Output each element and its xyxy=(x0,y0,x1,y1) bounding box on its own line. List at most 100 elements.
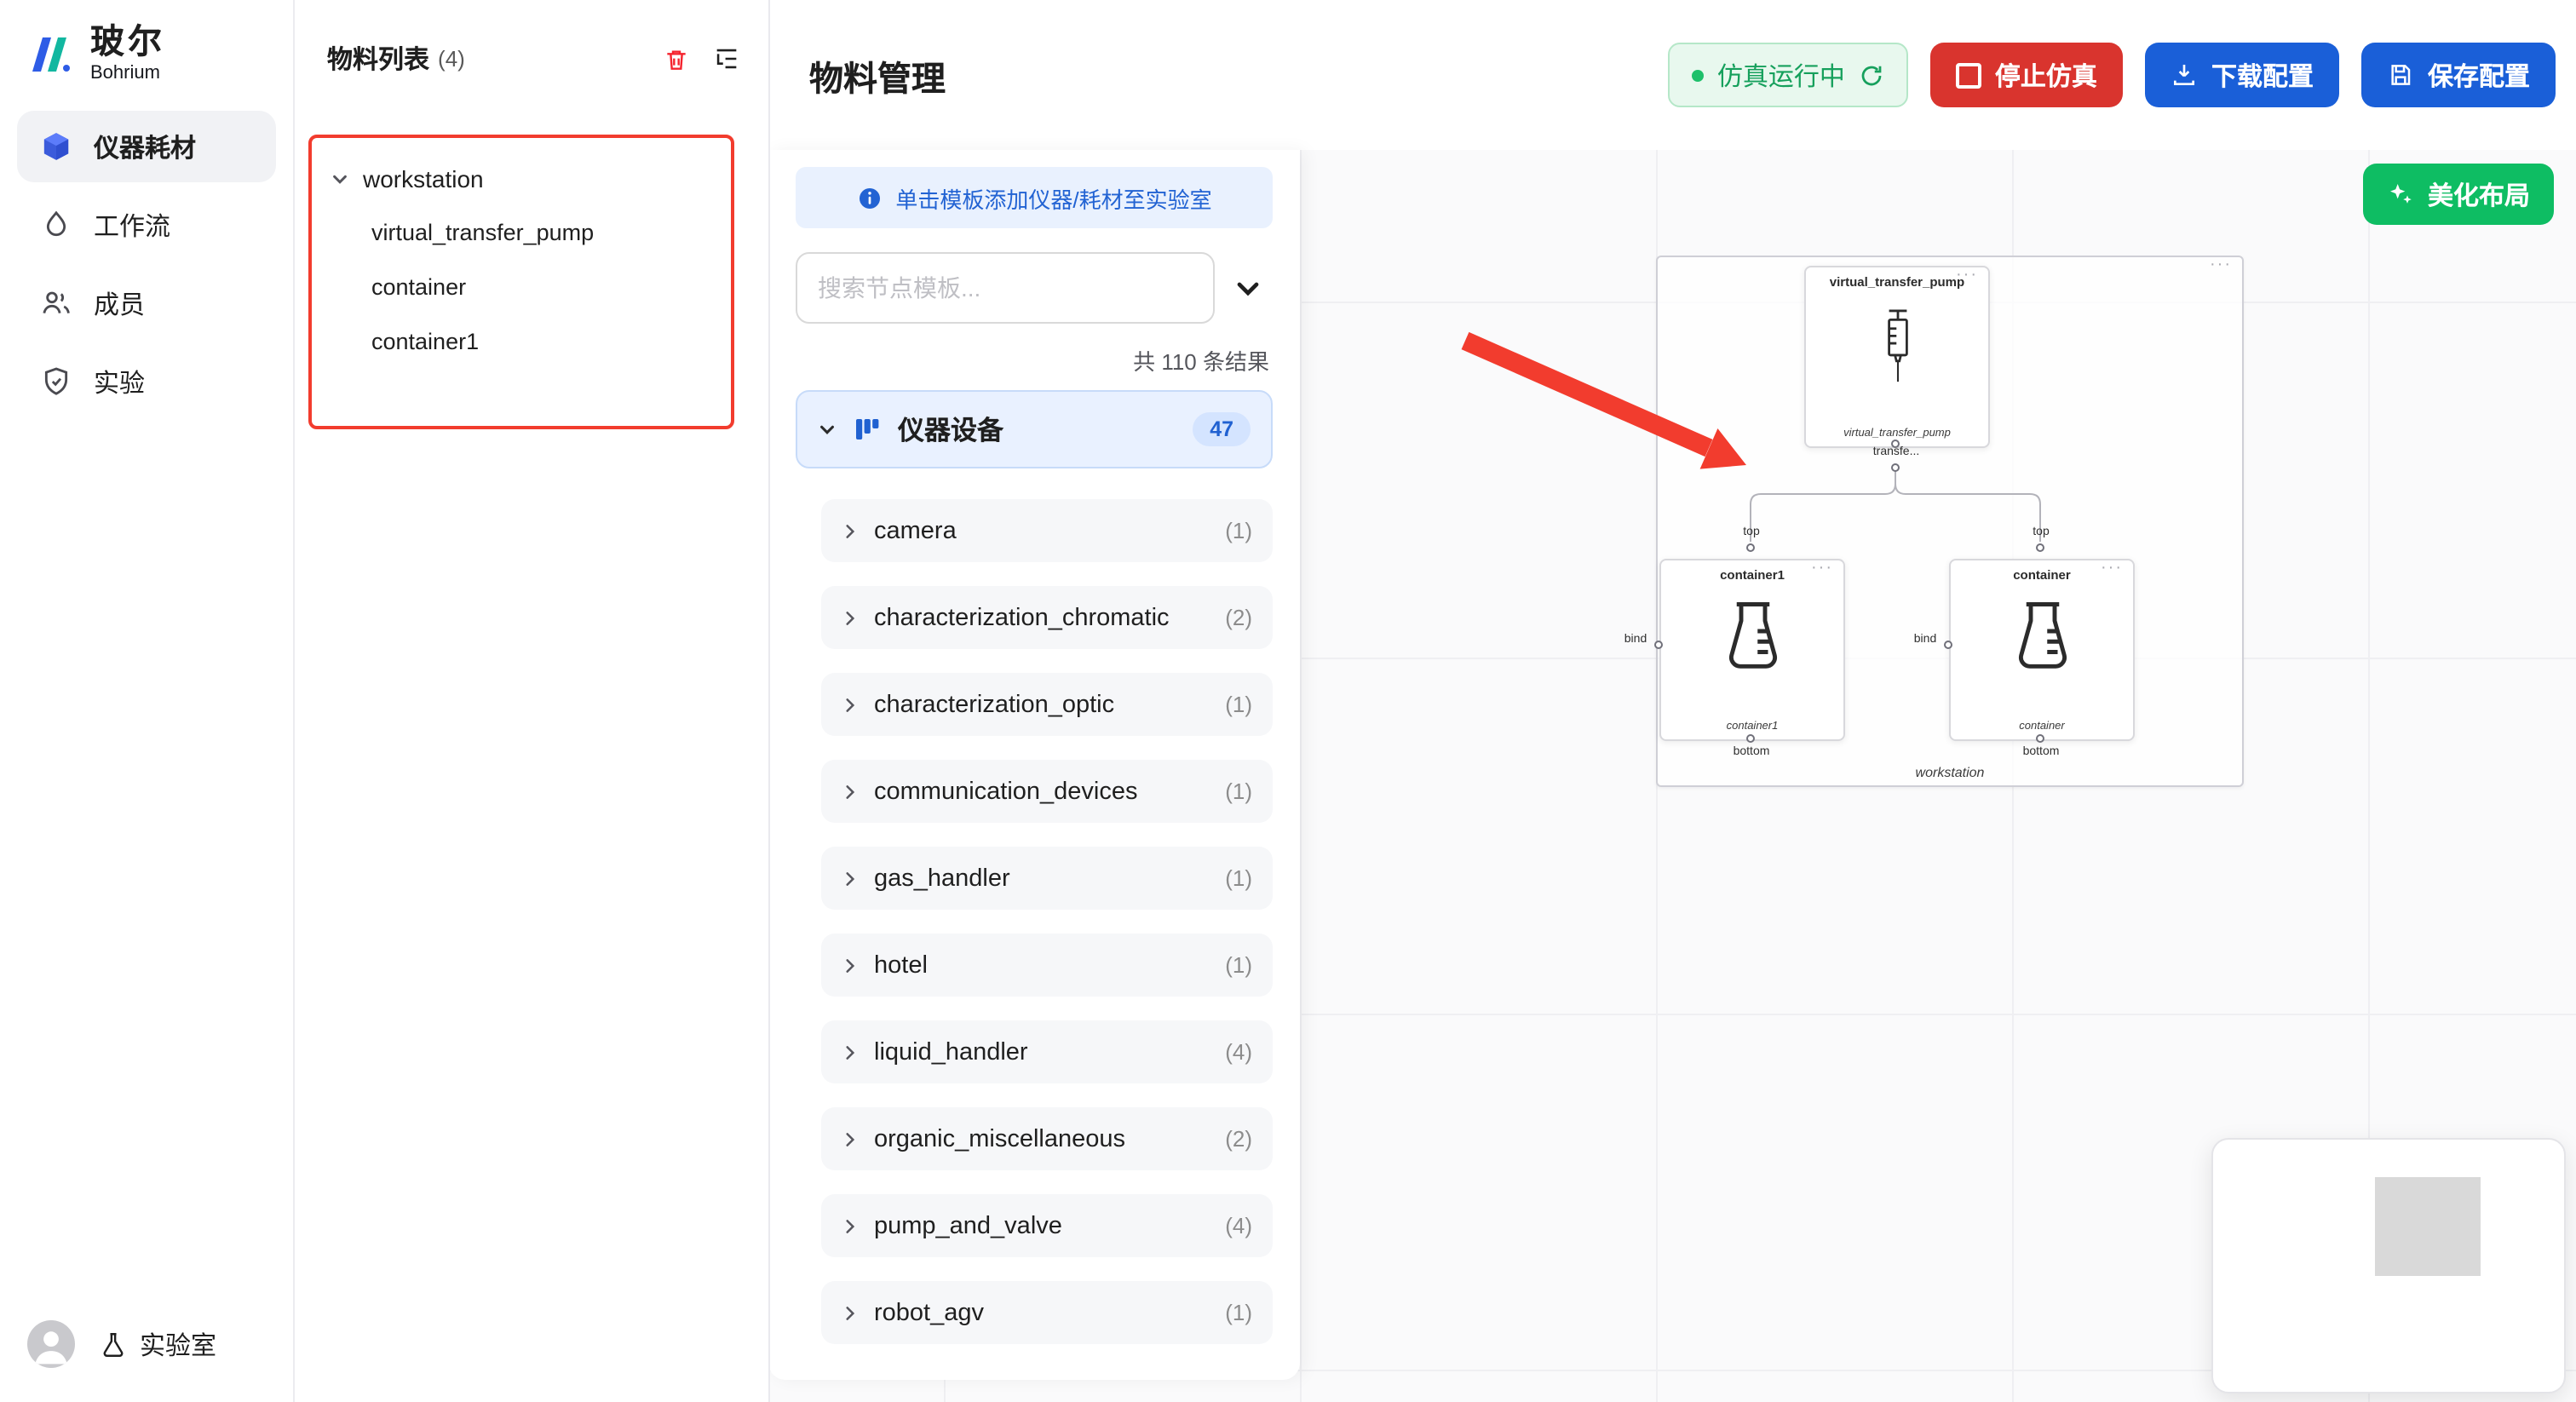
tree-node-label: container1 xyxy=(371,328,480,353)
sparkles-icon xyxy=(2389,184,2412,204)
banner-text: 单击模板添加仪器/耗材至实验室 xyxy=(895,187,1212,212)
node-container1[interactable]: ··· container1 container1 xyxy=(1659,559,1845,741)
template-item-name: characterization_chromatic xyxy=(874,604,1170,631)
category-instruments[interactable]: 仪器设备 47 xyxy=(796,390,1273,468)
node-menu-icon[interactable]: ··· xyxy=(2101,559,2123,577)
tree-node-container1[interactable]: container1 xyxy=(293,313,768,368)
sidebar-item-instruments[interactable]: 仪器耗材 xyxy=(17,111,276,182)
port-dot[interactable] xyxy=(1746,543,1755,552)
lab-label: 实验室 xyxy=(140,1331,217,1360)
sidebar: 玻尔 Bohrium 仪器耗材 工作流 xyxy=(0,0,295,1402)
tree-node-virtual-transfer-pump[interactable]: virtual_transfer_pump xyxy=(293,204,768,259)
tree-node-container[interactable]: container xyxy=(293,259,768,313)
template-item-robot-agv[interactable]: robot_agv (1) xyxy=(821,1281,1273,1344)
user-icon xyxy=(35,1331,67,1365)
template-item-name: communication_devices xyxy=(874,778,1138,805)
results-count: 共 110 条结果 xyxy=(1133,349,1269,375)
sidebar-item-workflow[interactable]: 工作流 xyxy=(17,189,276,261)
template-item-characterization-chromatic[interactable]: characterization_chromatic (2) xyxy=(821,586,1273,649)
bohrium-logo-icon xyxy=(32,37,70,72)
materials-panel: 物料列表 (4) workstation xyxy=(293,0,770,1402)
beautify-layout-label: 美化布局 xyxy=(2427,181,2530,210)
search-input[interactable] xyxy=(796,252,1215,324)
simulation-status-pill[interactable]: 仿真运行中 xyxy=(1667,43,1908,107)
node-subtitle: container1 xyxy=(1726,721,1779,733)
node-container[interactable]: ··· container container xyxy=(1949,559,2135,741)
materials-tree: workstation virtual_transfer_pump contai… xyxy=(293,153,768,368)
port-label-bottom: bottom xyxy=(2022,746,2060,758)
template-item-gas-handler[interactable]: gas_handler (1) xyxy=(821,847,1273,910)
sidebar-item-label: 实验 xyxy=(94,369,146,398)
chevron-right-icon xyxy=(846,1045,855,1059)
stop-simulation-button[interactable]: 停止仿真 xyxy=(1929,43,2123,107)
template-item-name: characterization_optic xyxy=(874,691,1115,718)
tree-node-workstation[interactable]: workstation xyxy=(293,153,768,204)
materials-title: 物料列表 xyxy=(327,46,430,75)
template-item-name: camera xyxy=(874,517,957,544)
node-title: container xyxy=(2013,567,2071,583)
template-item-name: gas_handler xyxy=(874,865,1010,892)
template-item-count: (1) xyxy=(1225,518,1252,543)
download-config-button[interactable]: 下载配置 xyxy=(2144,43,2339,107)
port-dot[interactable] xyxy=(1746,734,1755,743)
delete-button[interactable] xyxy=(663,45,690,72)
flask-icon xyxy=(103,1332,124,1356)
save-config-button[interactable]: 保存配置 xyxy=(2360,43,2556,107)
sidebar-item-members[interactable]: 成员 xyxy=(17,267,276,339)
template-item-camera[interactable]: camera (1) xyxy=(821,499,1273,562)
syringe-icon xyxy=(1887,309,1907,382)
workstation-group-node[interactable]: ··· ··· virtual_transfer_pump xyxy=(1624,256,2244,787)
beautify-layout-button[interactable]: 美化布局 xyxy=(2362,164,2554,225)
sidebar-footer: 实验室 xyxy=(0,1296,293,1402)
lab-link[interactable]: 实验室 xyxy=(99,1326,216,1362)
port-label-transfer: transfe... xyxy=(1872,446,1920,458)
port-dot[interactable] xyxy=(1891,440,1900,448)
chevron-right-icon xyxy=(846,1132,855,1146)
node-menu-icon[interactable]: ··· xyxy=(1811,559,1833,577)
template-item-hotel[interactable]: hotel (1) xyxy=(821,934,1273,997)
sidebar-item-experiments[interactable]: 实验 xyxy=(17,346,276,417)
port-dot[interactable] xyxy=(2036,734,2044,743)
save-config-label: 保存配置 xyxy=(2427,62,2530,91)
collapse-chevron-icon[interactable] xyxy=(1235,275,1261,301)
template-item-pump-and-valve[interactable]: pump_and_valve (4) xyxy=(821,1194,1273,1257)
tree-node-label: container xyxy=(371,273,467,299)
stop-simulation-label: 停止仿真 xyxy=(1994,62,2097,91)
chevron-right-icon xyxy=(846,871,855,885)
refresh-icon[interactable] xyxy=(1859,62,1884,88)
save-icon xyxy=(2391,65,2411,85)
template-item-count: (4) xyxy=(1225,1039,1252,1065)
logo[interactable]: 玻尔 Bohrium xyxy=(0,0,293,111)
avatar[interactable] xyxy=(27,1320,75,1368)
workstation-menu-icon[interactable]: ··· xyxy=(2210,256,2232,274)
node-menu-icon[interactable]: ··· xyxy=(1956,266,1978,284)
port-dot[interactable] xyxy=(2036,543,2044,552)
node-title: virtual_transfer_pump xyxy=(1829,274,1965,290)
port-dot[interactable] xyxy=(1891,463,1900,472)
node-virtual-transfer-pump[interactable]: ··· virtual_transfer_pump virtual_transf… xyxy=(1804,266,1990,448)
template-item-characterization-optic[interactable]: characterization_optic (1) xyxy=(821,673,1273,736)
sidebar-item-label: 成员 xyxy=(94,290,146,319)
minimap-viewport[interactable] xyxy=(2375,1177,2481,1276)
template-item-communication-devices[interactable]: communication_devices (1) xyxy=(821,760,1273,823)
beaker-icon xyxy=(2017,602,2067,669)
templates-panel: 单击模板添加仪器/耗材至实验室 共 110 条结果 仪器设备 47 xyxy=(768,150,1300,1380)
tree-view-button[interactable] xyxy=(712,44,741,73)
category-label: 仪器设备 xyxy=(898,417,1004,446)
template-item-liquid-handler[interactable]: liquid_handler (4) xyxy=(821,1020,1273,1083)
add-template-banner[interactable]: 单击模板添加仪器/耗材至实验室 xyxy=(796,167,1273,228)
category-count-badge: 47 xyxy=(1193,412,1251,446)
droplet-icon xyxy=(46,210,66,237)
members-icon xyxy=(43,291,70,314)
port-label-bind: bind xyxy=(1913,634,1937,646)
template-item-count: (4) xyxy=(1225,1213,1252,1238)
port-dot[interactable] xyxy=(1944,641,1952,649)
page-title: 物料管理 xyxy=(809,60,946,98)
minimap[interactable] xyxy=(2211,1138,2566,1393)
chevron-right-icon xyxy=(846,958,855,972)
columns-icon xyxy=(856,419,879,440)
port-dot[interactable] xyxy=(1654,641,1663,649)
template-item-organic-miscellaneous[interactable]: organic_miscellaneous (2) xyxy=(821,1107,1273,1170)
tree-node-label: workstation xyxy=(363,165,484,192)
